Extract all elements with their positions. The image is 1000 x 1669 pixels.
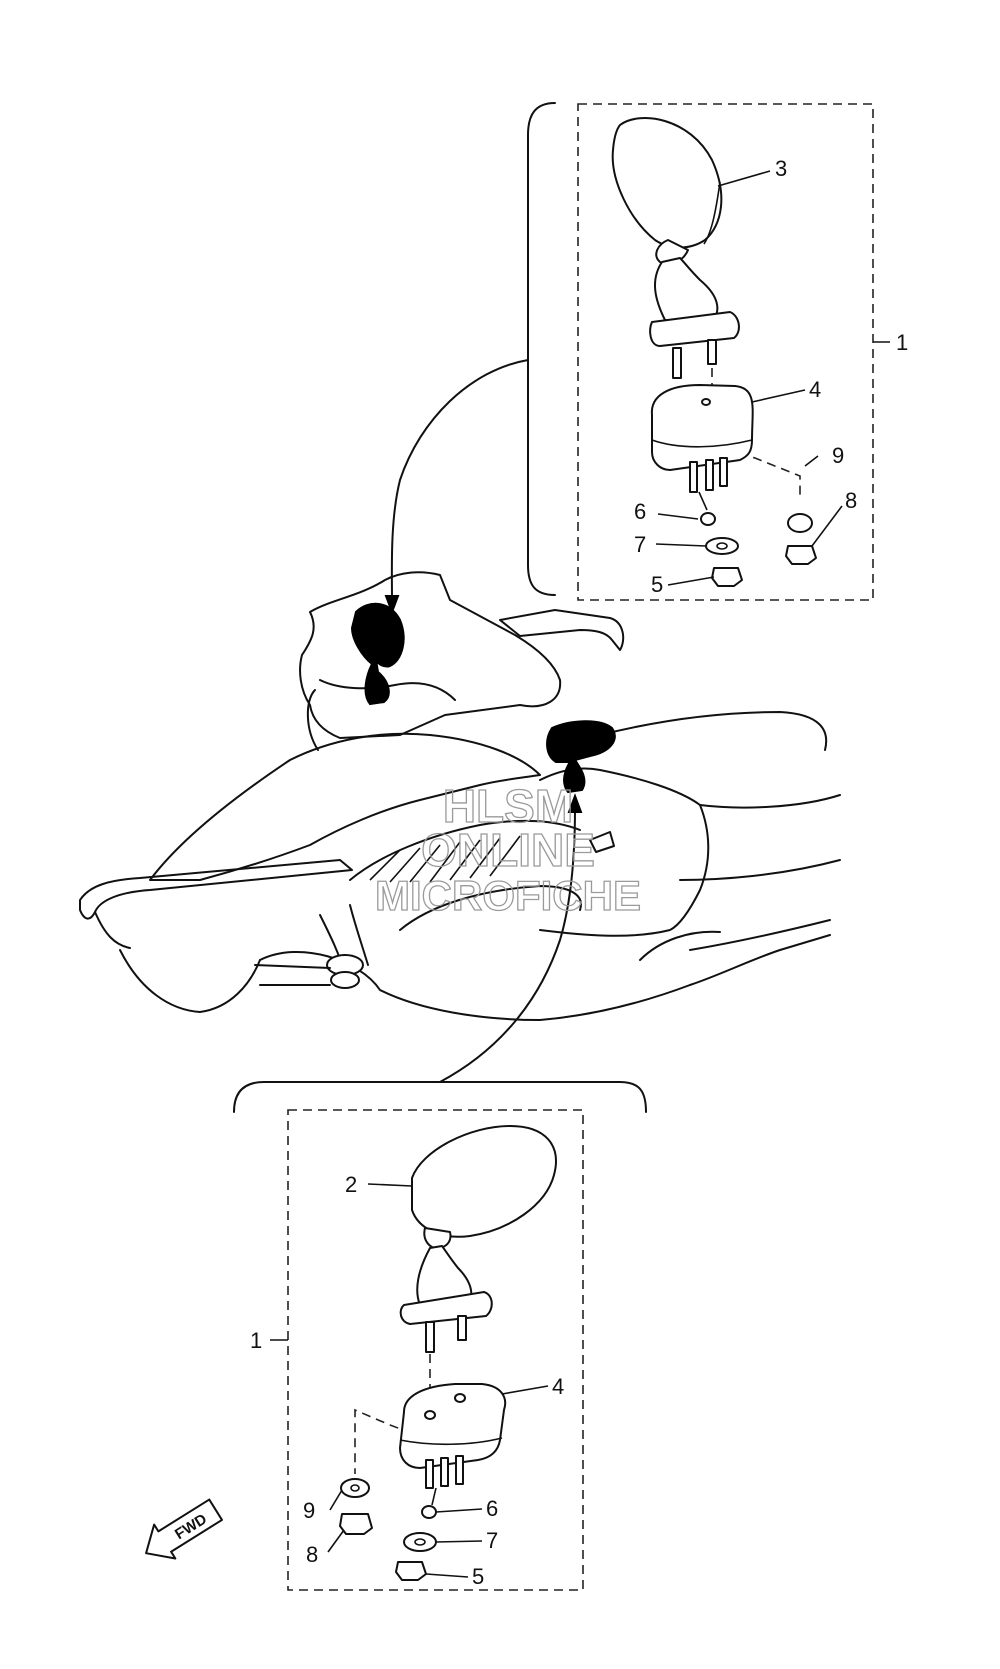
silhouette-mirror-right bbox=[546, 720, 616, 794]
upper-detail-group: 1 3 4 9 8 6 7 5 bbox=[527, 102, 908, 601]
upper-washer-inner bbox=[705, 537, 739, 555]
upper-washer-outer bbox=[787, 513, 813, 533]
lower-washer-inner bbox=[403, 1532, 437, 1552]
lower-callout-base: 4 bbox=[552, 1374, 564, 1399]
lower-callout-nut-inner: 5 bbox=[472, 1564, 484, 1589]
lower-callout-assembly: 1 bbox=[250, 1328, 262, 1353]
upper-mirror-base bbox=[650, 384, 754, 493]
upper-collar bbox=[700, 512, 716, 526]
lower-mirror-base bbox=[399, 1383, 507, 1489]
svg-text:ONLINE: ONLINE bbox=[421, 824, 595, 876]
upper-callout-washer-outer: 9 bbox=[832, 443, 844, 468]
upper-hardware bbox=[698, 491, 817, 587]
watercraft-body bbox=[79, 571, 841, 1021]
silhouette-mirror-left bbox=[350, 602, 405, 706]
lower-dashed-frame bbox=[287, 1109, 584, 1591]
lower-nut-inner bbox=[395, 1561, 427, 1581]
fwd-arrow-icon bbox=[145, 1498, 223, 1560]
fwd-direction-badge: FWD bbox=[145, 1498, 223, 1560]
lower-pointer-arrow bbox=[439, 807, 576, 1083]
lower-callout-washer-outer: 9 bbox=[303, 1498, 315, 1523]
upper-callout-nut-outer: 8 bbox=[845, 488, 857, 513]
upper-callout-assembly: 1 bbox=[896, 330, 908, 355]
lower-hardware bbox=[339, 1478, 437, 1581]
svg-text:HLSM: HLSM bbox=[443, 780, 573, 832]
upper-nut-outer bbox=[785, 545, 817, 565]
upper-bracket bbox=[527, 102, 556, 596]
lower-bracket bbox=[233, 1081, 647, 1113]
upper-callout-mirror: 3 bbox=[775, 156, 787, 181]
lower-callout-collar: 6 bbox=[486, 1496, 498, 1521]
upper-pointer-arrow bbox=[390, 359, 529, 601]
svg-text:MICROFICHE: MICROFICHE bbox=[375, 872, 641, 919]
lower-callout-washer-inner: 7 bbox=[486, 1528, 498, 1553]
upper-dashed-frame bbox=[577, 103, 874, 601]
lower-callout-nut-outer: 8 bbox=[306, 1542, 318, 1567]
upper-nut-inner bbox=[711, 567, 743, 587]
lower-washer-outer bbox=[340, 1478, 370, 1498]
lower-mirror-head bbox=[399, 1125, 557, 1353]
upper-callout-base: 4 bbox=[809, 377, 821, 402]
upper-callout-nut-inner: 5 bbox=[651, 572, 663, 597]
lower-detail-group: 1 2 4 9 8 6 7 5 bbox=[233, 1081, 647, 1591]
lower-nut-outer bbox=[339, 1513, 373, 1535]
lower-collar bbox=[421, 1505, 437, 1519]
upper-callout-collar: 6 bbox=[634, 499, 646, 524]
lower-callout-mirror: 2 bbox=[345, 1172, 357, 1197]
upper-mirror-head bbox=[611, 117, 740, 379]
upper-callout-washer-inner: 7 bbox=[634, 532, 646, 557]
watermark: HLSM ONLINE MICROFICHE bbox=[374, 779, 641, 919]
